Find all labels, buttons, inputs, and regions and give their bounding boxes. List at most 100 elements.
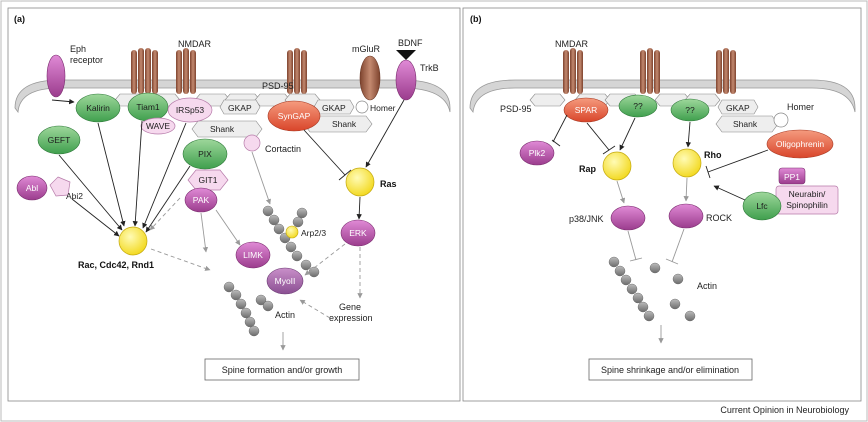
homer-a [355,100,369,114]
panel-b: (b) NMDAR PSD-95 [469,14,856,381]
rho-label: Rho [704,150,722,160]
lfc-label: Lfc [756,201,768,211]
grey-arrows-b [616,177,689,344]
panel-a: (a) Eph receptor NMDAR mGluR [14,14,451,381]
rac-cdc42-rnd1 [118,226,148,256]
panel-a-frame [7,7,461,402]
actin-filament-a [223,281,274,337]
inhibition-b [551,114,769,179]
outcome-a-label: Spine formation and/or growth [222,365,343,375]
plk2 [519,140,555,166]
gene-label-1: Gene [339,302,361,312]
nmdar-b3 [716,48,736,94]
geft-label: GEFT [48,135,71,145]
wave [140,117,176,135]
pix [182,138,228,170]
eph-label-2: receptor [70,55,103,65]
irsp53 [167,97,213,123]
bdnf-ligand [396,50,416,60]
shank-b-label: Shank [733,119,758,129]
shank-a1-label: Shank [210,124,235,134]
bdnf-label: BDNF [398,38,423,48]
p38-jnk [610,205,646,231]
myoii [266,267,304,295]
ras-label: Ras [380,179,397,189]
unknown-gef-1 [618,94,658,118]
panel-b-label: (b) [470,14,482,24]
erk [340,219,376,247]
rap-label: Rap [579,164,597,174]
mglur-label: mGluR [352,44,381,54]
spar-label: SPAR [575,105,598,115]
rock [668,203,704,229]
kalirin [75,93,121,123]
kalirin-label: Kalirin [86,103,110,113]
shank-a2-label: Shank [332,119,357,129]
grey-arrows-a [149,151,363,351]
unknown-gef-2-label: ?? [685,105,695,115]
cortactin [243,134,261,152]
neurabin-label-1: Neurabin/ [789,189,826,199]
myoii-label: MyoII [275,276,296,286]
git1 [187,169,229,191]
eph-label: Eph [70,44,86,54]
panel-a-label: (a) [14,14,25,24]
psd95-label-b: PSD-95 [500,104,532,114]
nmdar-a2 [176,48,196,94]
abi2 [49,176,71,197]
nmdar-a3 [287,48,307,94]
nmdar-label-a: NMDAR [178,39,211,49]
rac-label: Rac, Cdc42, Rnd1 [78,260,154,270]
lfc [742,191,782,221]
rho [672,148,702,178]
git1-label: GIT1 [199,175,218,185]
neurabin-label-2: Spinophilin [786,200,828,210]
nmdar-a1 [131,48,158,94]
arp23 [285,225,299,239]
psd95-label-a: PSD-95 [262,81,294,91]
gkap-b-label: GKAP [726,103,750,113]
gene-label-2: expression [329,313,373,323]
nmdar-b1 [563,48,583,94]
arrows-b [619,117,746,201]
oligophrenin-label: Oligophrenin [776,139,824,149]
syngap-label: SynGAP [278,111,311,121]
pix-label: PIX [198,149,212,159]
cortactin-label: Cortactin [265,144,301,154]
irsp53-label: IRSp53 [176,105,205,115]
limk [235,241,271,269]
wave-label: WAVE [146,121,170,131]
trkb-label: TrkB [420,63,439,73]
gkap-b [717,99,759,115]
nmdar-label-b: NMDAR [555,39,588,49]
inhibition-a [303,129,352,181]
outcome-b-label: Spine shrinkage and/or elimination [601,365,739,375]
rock-label: ROCK [706,213,732,223]
membrane-a [14,79,451,114]
rap [602,151,632,181]
geft [37,125,81,155]
unknown-gef-1-label: ?? [633,101,643,111]
homer-b-label: Homer [787,102,814,112]
nmdar-b2 [640,48,660,94]
arrows-a [51,98,405,237]
pp1 [778,167,806,185]
homer-b [773,112,789,128]
erk-label: ERK [349,228,367,238]
pp1-label: PP1 [784,172,800,182]
pak [184,187,218,213]
plk2-label: Plk2 [529,148,546,158]
actin-label-b: Actin [697,281,717,291]
limk-label: LIMK [243,250,263,260]
abi2-label: Abi2 [66,191,83,201]
arp23-label: Arp2/3 [301,228,326,238]
outcome-a [204,358,360,381]
p38-label: p38/JNK [569,214,604,224]
spar [563,97,609,123]
actin-branch-a [262,205,320,278]
eph-receptor [46,54,66,98]
shank-b [715,115,779,133]
trkb-receptor [395,59,417,101]
